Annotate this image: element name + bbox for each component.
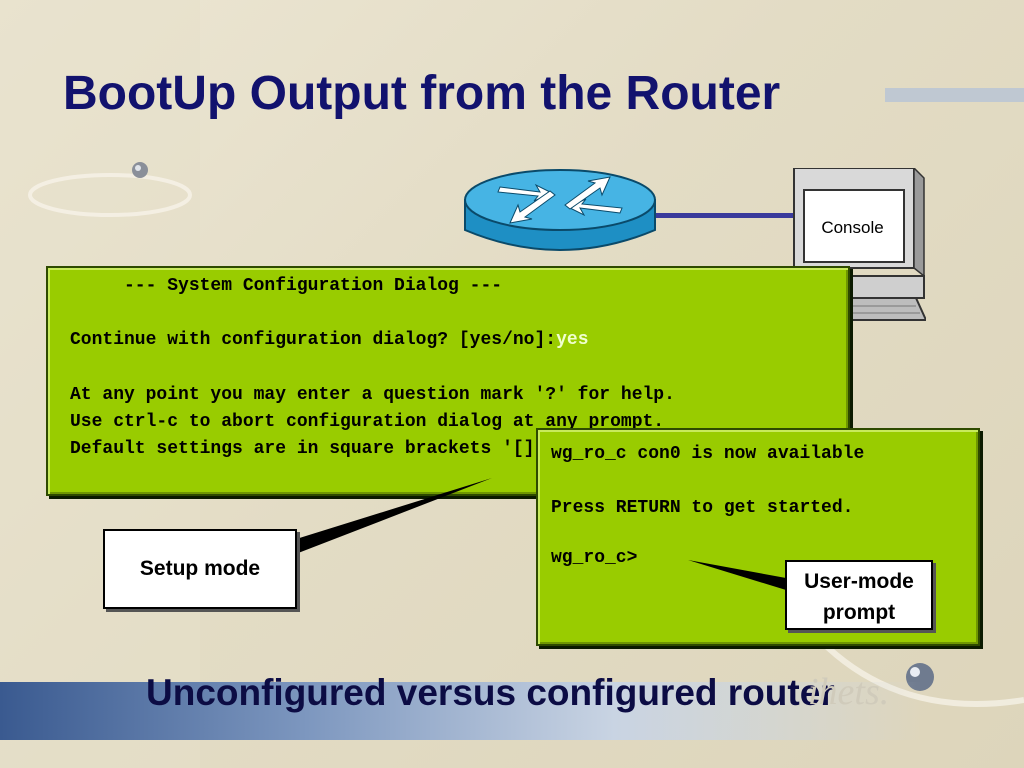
user-press-return-line: Press RETURN to get started. (551, 498, 854, 518)
setup-help-line: At any point you may enter a question ma… (70, 385, 675, 405)
setup-dialog-header: --- System Configuration Dialog --- (70, 276, 503, 296)
bottom-band (0, 682, 1024, 740)
slide-subtitle: Unconfigured versus configured router (146, 672, 835, 713)
setup-mode-terminal: --- System Configuration Dialog --- Cont… (46, 266, 850, 496)
setup-continue-line: Continue with configuration dialog? [yes… (70, 330, 589, 350)
setup-mode-callout: Setup mode (103, 529, 297, 609)
setup-continue-prompt: Continue with configuration dialog? [yes… (70, 330, 557, 350)
user-mode-callout: User-mode prompt (785, 560, 933, 630)
user-mode-terminal: wg_ro_c con0 is now available Press RETU… (536, 428, 980, 646)
slide-title: BootUp Output from the Router (63, 67, 781, 120)
console-label: Console (821, 218, 884, 237)
user-available-line: wg_ro_c con0 is now available (551, 444, 865, 464)
console-cable (650, 213, 800, 218)
setup-defaults-line: Default settings are in square brackets … (70, 439, 557, 459)
router-icon (464, 169, 656, 251)
user-mode-callout-line2: prompt (822, 601, 896, 624)
user-mode-callout-line1: User-mode (804, 570, 914, 593)
setup-abort-line: Use ctrl-c to abort configuration dialog… (70, 412, 665, 432)
user-prompt-line: wg_ro_c> (551, 548, 638, 568)
setup-answer-yes: yes (556, 330, 589, 350)
ihets-logo: ihets. (808, 671, 890, 713)
